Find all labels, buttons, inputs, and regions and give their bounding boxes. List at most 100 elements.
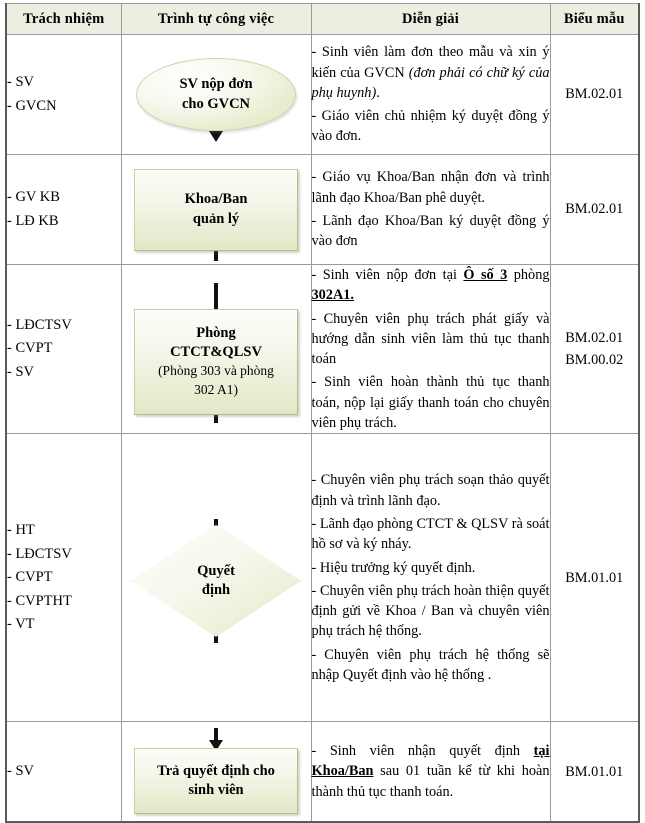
responsibility-item: - SV xyxy=(7,363,34,380)
responsibility-item: - SV xyxy=(7,74,34,91)
responsibility-item: - CVPT xyxy=(7,340,53,357)
flow-cell-5: Trả quyết định cho sinh viên xyxy=(120,721,312,823)
flow-shape-box-faculty-management[interactable]: Khoa/Ban quản lý xyxy=(134,168,298,251)
shape-label-line1: Phòng xyxy=(196,324,236,341)
text-segment: - Chuyên viên phụ trách hệ thống sẽ nhập… xyxy=(311,646,550,684)
form-cell-1: BM.02.01 xyxy=(549,34,640,155)
shape-label-line2: cho GVCN xyxy=(181,95,251,112)
flow-cell-1: SV nộp đơn cho GVCN xyxy=(120,34,312,155)
text-segment: sau 01 tuần kể từ khi hoàn thành thủ tục… xyxy=(311,763,550,800)
description-paragraph: - Hiệu trưởng ký quyết định. xyxy=(312,558,550,578)
shape-label-line2: sinh viên xyxy=(188,781,244,798)
form-cell-4: BM.01.01 xyxy=(549,433,640,723)
text-segment: - Sinh viên nhận quyết định xyxy=(311,743,534,760)
text-segment-emphasis: tại Khoa/Ban xyxy=(311,743,550,780)
shape-label-line1: SV nộp đơn xyxy=(179,76,253,93)
text-segment-emphasis: Ô số 3 xyxy=(463,267,508,283)
flow-shape-oval-submit-application[interactable]: SV nộp đơn cho GVCN xyxy=(136,58,296,131)
header-row: Trách nhiệm Trình tự công việc Diễn giải… xyxy=(5,3,640,35)
shape-label-line2: CTCT&QLSV xyxy=(170,344,262,361)
form-cell-2: BM.02.01 xyxy=(549,154,640,265)
table-row: - GV KB - LĐ KB Khoa/Ban quản lý xyxy=(5,154,640,265)
shape-sublabel-line1: (Phòng 303 và phòng xyxy=(158,363,274,379)
description-paragraph: - Chuyên viên phụ trách soạn thảo quyết … xyxy=(312,470,550,511)
responsibility-cell-4: - HT - LĐCTSV - CVPT - CVPTHT - VT xyxy=(5,433,122,723)
text-segment: - Lãnh đạo phòng CTCT & QLSV rà soát hồ … xyxy=(311,515,550,553)
responsibility-item: - GV KB xyxy=(7,189,60,206)
table-row: - SV Trả quyết định cho sinh viên xyxy=(5,721,640,823)
form-code: BM.02.01 xyxy=(565,330,624,347)
flow-shape-box-ctct-qlsv-office[interactable]: Phòng CTCT&QLSV (Phòng 303 và phòng 302 … xyxy=(134,309,298,416)
responsibility-item: - VT xyxy=(7,616,35,633)
flow-shape-box-return-decision[interactable]: Trả quyết định cho sinh viên xyxy=(134,747,298,814)
responsibility-item: - CVPT xyxy=(7,569,53,586)
table-row: - LĐCTSV - CVPT - SV Phòng CTCT&QLS xyxy=(5,263,640,435)
description-paragraph: - Sinh viên nộp đơn tại Ô số 3 phòng 302… xyxy=(312,265,550,306)
form-code: BM.02.01 xyxy=(565,201,624,218)
description-paragraph: - Chuyên viên phụ trách hoàn thiện quyết… xyxy=(312,581,550,642)
flow-cell-4: Quyết định xyxy=(120,433,312,723)
text-segment: phòng xyxy=(507,267,550,283)
table-row: - HT - LĐCTSV - CVPT - CVPTHT - VT xyxy=(5,433,640,723)
shape-label-line1: Trả quyết định cho xyxy=(157,762,275,779)
description-paragraph: - Giáo vụ Khoa/Ban nhận đơn và trình lãn… xyxy=(312,167,550,208)
responsibility-cell-2: - GV KB - LĐ KB xyxy=(5,154,122,265)
text-segment: - Giáo viên chủ nhiệm ký duyệt đồng ý và… xyxy=(311,108,550,145)
description-paragraph: - Sinh viên làm đơn theo mẫu và xin ý ki… xyxy=(312,42,550,103)
process-flow-table: Trách nhiệm Trình tự công việc Diễn giải… xyxy=(5,3,640,823)
responsibility-item: - HT xyxy=(7,522,35,539)
responsibility-cell-1: - SV - GVCN xyxy=(5,34,122,155)
text-segment: - Chuyên viên phụ trách soạn thảo quyết … xyxy=(311,472,550,509)
responsibility-item: - LĐ KB xyxy=(7,212,59,229)
text-segment-emphasis: 302A1. xyxy=(311,287,355,304)
header-form: Biểu mẫu xyxy=(549,3,640,35)
text-segment: - Sinh viên làm đơn theo mẫu và xin ý ki… xyxy=(311,44,550,81)
table-row: - SV - GVCN SV nộp đơn cho GVCN xyxy=(5,34,640,155)
description-cell-4: - Chuyên viên phụ trách soạn thảo quyết … xyxy=(310,433,551,723)
shape-label-line2: định xyxy=(201,581,231,598)
text-segment: - Giáo vụ Khoa/Ban nhận đơn và trình lãn… xyxy=(311,169,550,206)
text-segment: . xyxy=(376,84,380,101)
description-paragraph: - Chuyên viên phụ trách phát giấy và hướ… xyxy=(312,309,550,370)
table-body: - SV - GVCN SV nộp đơn cho GVCN xyxy=(5,34,640,823)
text-segment: - Sinh viên hoàn thành thủ tục thanh toá… xyxy=(311,374,550,432)
text-segment: - Sinh viên nộp đơn tại xyxy=(311,267,464,283)
description-cell-3: - Sinh viên nộp đơn tại Ô số 3 phòng 302… xyxy=(310,263,551,435)
shape-label-line2: quản lý xyxy=(192,210,240,227)
description-paragraph: - Chuyên viên phụ trách hệ thống sẽ nhập… xyxy=(312,645,550,686)
form-code: BM.00.02 xyxy=(565,352,624,369)
header-description: Diễn giải xyxy=(310,3,551,35)
description-paragraph: - Giáo viên chủ nhiệm ký duyệt đồng ý và… xyxy=(312,106,550,147)
flowchart-sheet: Trách nhiệm Trình tự công việc Diễn giải… xyxy=(0,3,645,823)
text-segment: - Lãnh đạo Khoa/Ban ký duyệt đồng ý vào … xyxy=(311,213,550,250)
description-cell-2: - Giáo vụ Khoa/Ban nhận đơn và trình lãn… xyxy=(310,154,551,265)
form-code: BM.02.01 xyxy=(565,86,624,103)
header-work-sequence: Trình tự công việc xyxy=(120,3,312,35)
responsibility-item: - LĐCTSV xyxy=(7,316,72,333)
responsibility-cell-5: - SV xyxy=(5,721,122,823)
flow-cell-2: Khoa/Ban quản lý xyxy=(120,154,312,265)
responsibility-item: - CVPTHT xyxy=(7,592,72,609)
responsibility-item: - SV xyxy=(7,762,34,779)
description-cell-1: - Sinh viên làm đơn theo mẫu và xin ý ki… xyxy=(310,34,551,155)
description-paragraph: - Lãnh đạo Khoa/Ban ký duyệt đồng ý vào … xyxy=(312,211,550,252)
header-responsibility: Trách nhiệm xyxy=(5,3,122,35)
shape-label-line1: Khoa/Ban xyxy=(184,191,248,208)
responsibility-item: - GVCN xyxy=(7,97,57,114)
description-paragraph: - Lãnh đạo phòng CTCT & QLSV rà soát hồ … xyxy=(312,514,550,555)
form-cell-5: BM.01.01 xyxy=(549,721,640,823)
flow-cell-3: Phòng CTCT&QLSV (Phòng 303 và phòng 302 … xyxy=(120,263,312,435)
flow-shape-diamond-decision[interactable]: Quyết định xyxy=(131,524,301,637)
description-paragraph: - Sinh viên hoàn thành thủ tục thanh toá… xyxy=(312,372,550,433)
text-segment: - Chuyên viên phụ trách hoàn thiện quyết… xyxy=(311,582,550,640)
responsibility-item: - LĐCTSV xyxy=(7,545,72,562)
text-segment-italic: (đơn phải có chữ ký của phụ huynh) xyxy=(311,64,550,101)
form-code: BM.01.01 xyxy=(565,569,624,586)
text-segment: - Chuyên viên phụ trách phát giấy và hướ… xyxy=(311,310,550,368)
table-header: Trách nhiệm Trình tự công việc Diễn giải… xyxy=(5,3,640,35)
description-paragraph: - Sinh viên nhận quyết định tại Khoa/Ban… xyxy=(312,741,550,802)
form-cell-3: BM.02.01 BM.00.02 xyxy=(549,263,640,435)
description-cell-5: - Sinh viên nhận quyết định tại Khoa/Ban… xyxy=(310,721,551,823)
form-code: BM.01.01 xyxy=(565,763,624,780)
text-segment: - Hiệu trưởng ký quyết định. xyxy=(311,559,476,576)
